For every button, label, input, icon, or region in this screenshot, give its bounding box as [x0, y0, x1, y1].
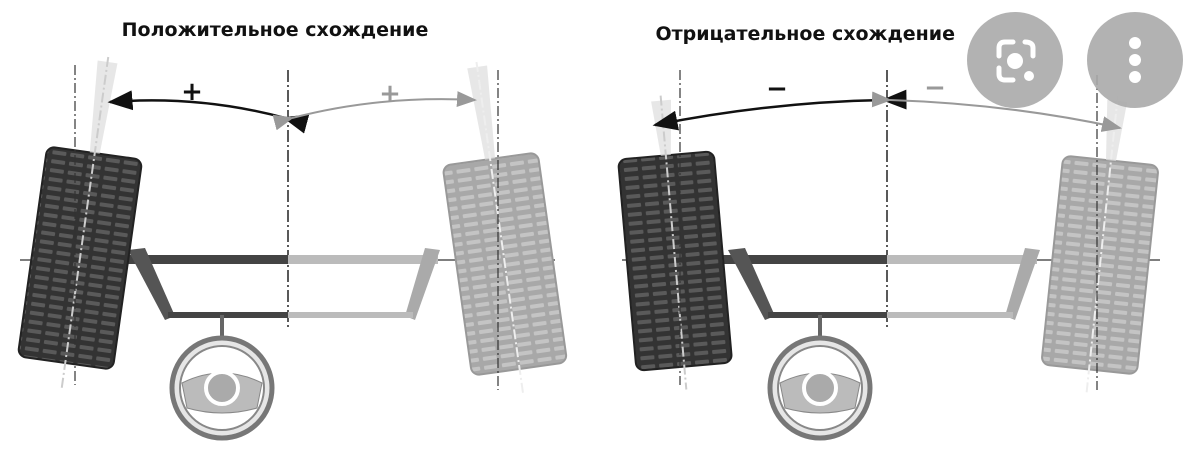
toe-sign-left: − — [766, 74, 788, 104]
toe-arrow-left — [107, 90, 310, 134]
panel-positive-toe: Положительное схождение + + — [17, 19, 568, 438]
left-wheel — [17, 56, 143, 389]
panel-title: Положительное схождение — [122, 19, 429, 41]
more-vertical-icon — [1129, 37, 1141, 83]
steering-arm-left — [128, 248, 175, 320]
steering-wheel — [172, 338, 272, 438]
steering-wheel — [770, 338, 870, 438]
panel-negative-toe: Отрицательное схождение − − — [617, 23, 1160, 438]
left-wheel — [617, 95, 733, 390]
tie-rod-left — [720, 255, 887, 264]
panel-title: Отрицательное схождение — [655, 23, 955, 45]
lens-button[interactable] — [967, 12, 1063, 108]
steering-arm-left — [728, 248, 775, 320]
toe-sign-left: + — [181, 77, 203, 107]
toe-arrow-right — [871, 91, 1122, 132]
track-rod-right — [887, 312, 1013, 318]
right-wheel — [442, 61, 568, 394]
tie-rod-right — [288, 255, 438, 264]
steering-arm-right — [405, 248, 440, 320]
track-rod-left — [168, 312, 288, 318]
tie-rod-left — [120, 255, 288, 264]
toe-sign-right: + — [379, 79, 401, 109]
toe-arrow-right — [272, 91, 477, 131]
toe-sign-right: − — [924, 73, 946, 103]
track-rod-right — [288, 312, 413, 318]
track-rod-left — [768, 312, 887, 318]
right-wheel — [1041, 95, 1159, 395]
tie-rod-right — [887, 255, 1037, 264]
lens-icon — [996, 39, 1036, 83]
more-options-button[interactable] — [1087, 12, 1183, 108]
steering-arm-right — [1005, 248, 1040, 320]
toe-arrow-left — [652, 89, 907, 131]
